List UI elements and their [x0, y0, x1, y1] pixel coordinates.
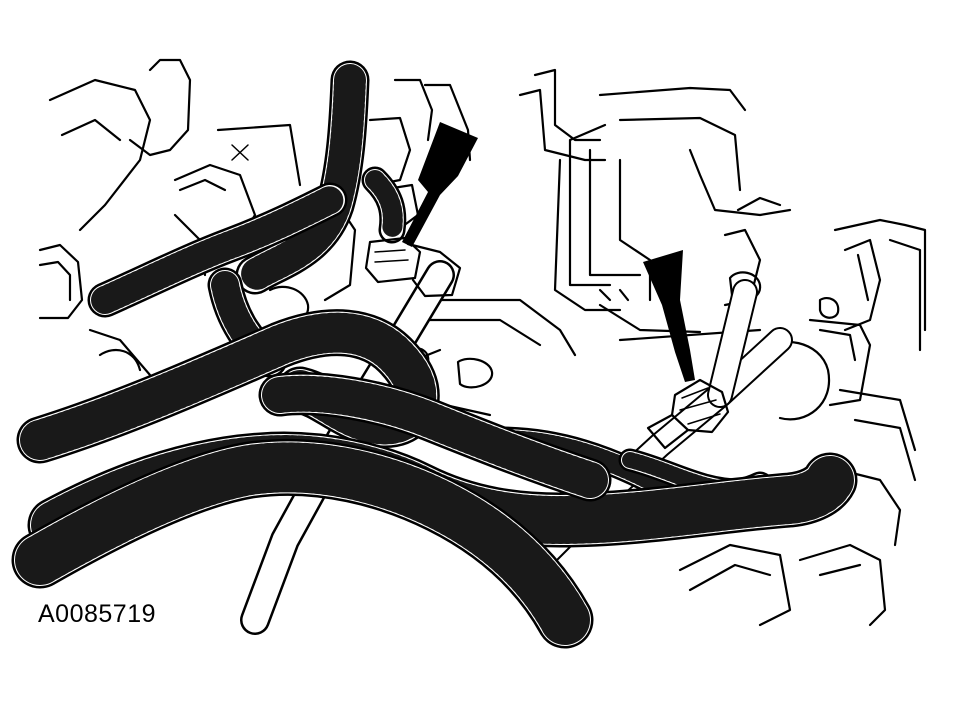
- quick-connect-coupling-right: [646, 378, 730, 450]
- harness-left-branch: [87, 182, 348, 318]
- figure-id-label: A0085719: [38, 600, 157, 628]
- callout-arrow-left: [402, 122, 478, 247]
- harness-rear-loop: [258, 372, 612, 502]
- corrugated-wiring-harness-front: [11, 438, 594, 649]
- callout-arrow-right: [643, 250, 695, 382]
- corrugated-wiring-harnesses: [11, 60, 858, 649]
- harness-connector-stub: [361, 166, 407, 244]
